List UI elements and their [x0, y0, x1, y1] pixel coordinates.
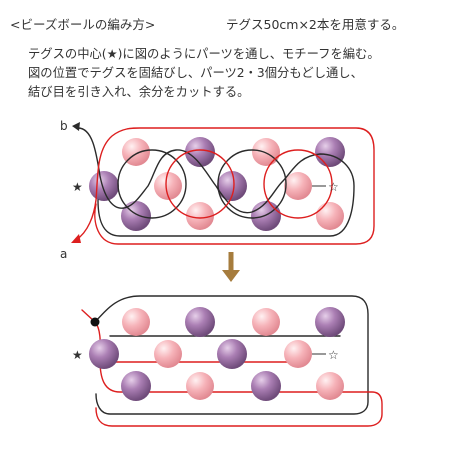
- bead-pink: [186, 372, 214, 400]
- black-loop: [117, 149, 187, 219]
- arrow-b-head: [72, 122, 80, 131]
- bead-pink: [122, 308, 150, 336]
- bead-pink: [316, 202, 344, 230]
- instructions: テグスの中心(★)に図のようにパーツを通し、モチーフを編む。 図の位置でテグスを…: [28, 45, 448, 102]
- page-title: <ビーズボールの編み方>: [10, 17, 156, 32]
- instruction-line-3: 結び目を引き入れ、余分をカットする。: [28, 85, 250, 99]
- thread-a-label: a: [60, 247, 67, 261]
- bead-purple: [315, 307, 345, 337]
- bead-pink: [284, 340, 312, 368]
- bead-purple: [121, 371, 151, 401]
- bead-purple: [89, 171, 119, 201]
- thread-b-label: b: [60, 119, 68, 133]
- start-star-top: ★: [72, 180, 83, 194]
- bead-pink: [154, 172, 182, 200]
- bead-pink: [284, 172, 312, 200]
- bead-pink: [154, 340, 182, 368]
- instruction-line-2: 図の位置でテグスを固結びし、パーツ2・3個分もどし通し、: [28, 66, 363, 80]
- red-thread: [75, 127, 375, 245]
- bead-purple: [217, 339, 247, 369]
- start-star-bottom: ★: [72, 348, 83, 362]
- bead-pink: [252, 308, 280, 336]
- bead-purple: [217, 171, 247, 201]
- material-spec: テグス50cm×2本を用意する。: [226, 17, 405, 32]
- red-loop: [263, 149, 333, 219]
- bead-pink: [316, 372, 344, 400]
- instruction-line-1: テグスの中心(★)に図のようにパーツを通し、モチーフを編む。: [28, 47, 380, 61]
- red-loop: [165, 149, 235, 219]
- end-star-top: ☆: [328, 180, 339, 194]
- down-arrow-icon: [222, 252, 240, 282]
- arrow-a-head: [71, 234, 81, 243]
- top-threads: [75, 127, 375, 245]
- bead-pink: [186, 202, 214, 230]
- bottom-beads: [89, 307, 345, 401]
- black-loop: [217, 149, 287, 219]
- knot-dot: [90, 317, 100, 327]
- bead-pink: [252, 138, 280, 166]
- bead-purple: [251, 371, 281, 401]
- end-star-bottom: ☆: [328, 348, 339, 362]
- bead-purple: [185, 307, 215, 337]
- bead-purple: [89, 339, 119, 369]
- black-thread: [77, 127, 355, 237]
- bead-purple: [315, 137, 345, 167]
- black-thread: [94, 295, 369, 415]
- bead-purple: [251, 201, 281, 231]
- bead-purple: [185, 137, 215, 167]
